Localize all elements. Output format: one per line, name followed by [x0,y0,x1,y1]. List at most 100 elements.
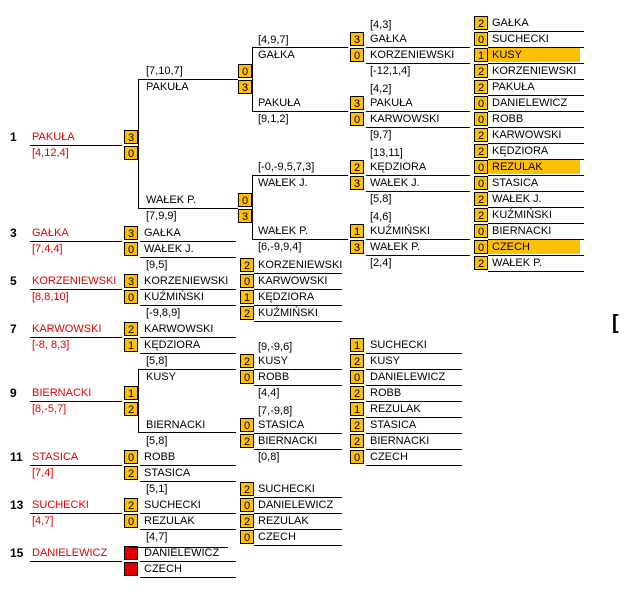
result-line [140,465,236,466]
score-box: 0 [474,224,488,238]
player-name: PAKUŁA [370,97,413,109]
score-box: 2 [350,434,364,448]
player-name: KARWOWSKI [144,323,214,335]
match-note: [6,-9,9,4] [258,241,302,253]
result-line [140,481,236,482]
player-name: SUCHECKI [492,33,549,45]
score-box: 0 [124,514,138,528]
result-line [366,401,462,402]
player-name: ROBB [492,113,524,125]
score-box: 0 [240,498,254,512]
score-box: 0 [240,418,254,432]
result-line [488,159,584,160]
score-box: 0 [474,96,488,110]
score-box: 0 [124,242,138,256]
player-name: ROBB [144,451,176,463]
score-box: 2 [240,306,254,320]
result-line [488,79,584,80]
seed-underline [30,289,122,290]
match-note: [-0,-9,5,7,3] [258,161,315,173]
player-name: GAŁKA [370,33,407,45]
seed-name: GAŁKA [32,227,69,239]
player-name: KUSY [370,355,400,367]
score-box: 3 [350,32,364,46]
match-note: [5,8] [370,193,392,205]
player-name: DANIELEWICZ [144,547,220,559]
player-name: BIERNACKI [492,225,552,237]
player-name: KORZENIEWSKI [370,49,455,61]
score-box [124,562,138,576]
score-box: 1 [350,224,364,238]
score-box: 3 [124,274,138,288]
player-name: KUŹMIŃSKI [370,225,430,237]
score-box: 0 [124,290,138,304]
player-name: WAŁEK P. [258,225,309,237]
score-box: 3 [238,209,252,223]
seed-note: [8,8,10] [32,291,69,303]
player-name: PAKUŁA [146,81,189,93]
result-line [140,561,236,562]
seed-number: 1 [10,130,17,144]
score-box: 2 [474,144,488,158]
result-line [366,465,462,466]
result-line [488,271,584,272]
seed-number: 7 [10,322,17,336]
result-line [254,497,342,498]
result-line [366,255,470,256]
seed-name: PAKUŁA [32,131,75,143]
score-box [124,546,138,560]
score-box: 1 [474,48,488,62]
score-box: 0 [350,112,364,126]
seed-name: BIERNACKI [32,387,92,399]
result-line [366,353,462,354]
result-line [488,223,584,224]
score-box: 2 [350,160,364,174]
player-name: WAŁEK J. [144,243,194,255]
seed-underline [30,401,122,402]
player-name: KUŹMIŃSKI [144,291,204,303]
result-line [254,433,342,434]
player-name: GAŁKA [258,49,295,61]
player-name: KĘDZIORA [144,339,201,351]
match-note: [4,7] [146,531,168,543]
result-line [488,207,584,208]
seed-name: STASICA [32,451,79,463]
result-line [140,353,236,354]
result-line [366,239,470,240]
result-line [488,31,584,32]
score-box: 2 [474,208,488,222]
player-name: KĘDZIORA [370,161,427,173]
match-note: [7,9,9] [146,210,177,222]
result-line [130,547,228,548]
player-name: KARWOWSKI [370,113,440,125]
score-box: 3 [124,226,138,240]
result-line [366,191,470,192]
highlight-bar [488,240,580,254]
player-name: ROBB [258,371,290,383]
result-line [366,111,470,112]
seed-note: [4,7] [32,515,54,527]
result-line [254,305,342,306]
result-line [366,433,462,434]
seed-name: KARWOWSKI [32,323,102,335]
score-box: 2 [350,386,364,400]
result-line [488,47,584,48]
seed-underline [30,337,122,338]
score-box: 0 [474,160,488,174]
player-name: BIERNACKI [258,435,318,447]
seed-name: KORZENIEWSKI [32,275,117,287]
player-name: DANIELEWICZ [492,97,568,109]
player-name: SUCHECKI [370,339,427,351]
player-name: WAŁEK P. [146,194,197,206]
score-box: 0 [124,450,138,464]
score-box: 0 [474,112,488,126]
result-line [488,175,584,176]
score-box: 2 [240,258,254,272]
match-note: [9,5] [146,259,168,271]
player-name: DANIELEWICZ [258,499,334,511]
result-line [366,63,470,64]
match-note: [5,8] [146,355,168,367]
result-line [488,255,584,256]
result-line [488,127,584,128]
player-name: KORZENIEWSKI [258,259,343,271]
